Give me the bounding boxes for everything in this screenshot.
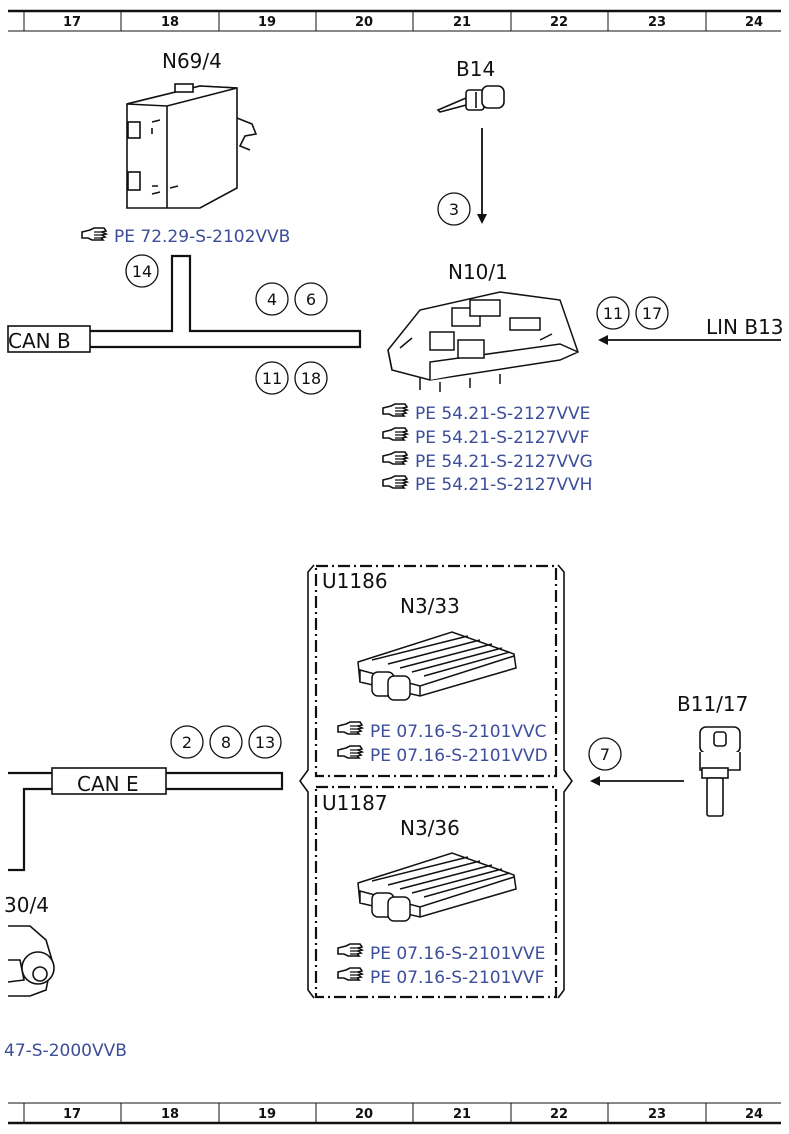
engine-control-group — [299, 564, 573, 999]
b11-17-component[interactable]: B11/17 7 — [588, 692, 748, 817]
partial-ref[interactable]: 47-S-2000VVB — [4, 1041, 127, 1061]
svg-text:14: 14 — [132, 262, 152, 281]
n69-4-ref-1[interactable]: PE 72.29-S-2102VVB — [114, 227, 290, 247]
partial-component-30-4[interactable]: 30/4 47-S-2000VVB — [4, 893, 127, 1061]
ruler-col-17: 17 — [63, 1107, 81, 1122]
ruler-col-18: 18 — [161, 15, 179, 30]
n10-1-ref-3[interactable]: PE 54.21-S-2127VVG — [415, 452, 593, 472]
ruler-col-23: 23 — [648, 1107, 666, 1122]
n3-33-ref-1[interactable]: PE 07.16-S-2101VVC — [370, 722, 547, 742]
svg-text:11: 11 — [603, 304, 623, 323]
n10-1-ref-2[interactable]: PE 54.21-S-2127VVF — [415, 428, 589, 448]
n3-36-ecu-icon — [357, 852, 517, 922]
b14-sensor-icon — [436, 85, 505, 113]
partial-label: 30/4 — [4, 893, 49, 917]
b14-label: B14 — [456, 57, 495, 81]
b14-component[interactable]: B14 3 — [436, 57, 505, 226]
svg-text:3: 3 — [449, 200, 459, 219]
ruler-col-21: 21 — [453, 1107, 471, 1122]
ruler-col-24: 24 — [745, 15, 763, 30]
lin-b13-label: LIN B13 — [706, 315, 784, 339]
ruler-col-20: 20 — [355, 1107, 373, 1122]
partial-component-icon — [7, 925, 55, 997]
can-e-label: CAN E — [77, 772, 139, 796]
ruler-col-17: 17 — [63, 15, 81, 30]
n3-36-label: N3/36 — [400, 816, 460, 840]
n69-4-component[interactable]: N69/4 PE 72.29-S-2102VVB — [81, 49, 290, 247]
u1186-refs: PE 07.16-S-2101VVC PE 07.16-S-2101VVD — [337, 721, 548, 766]
b11-17-label: B11/17 — [677, 692, 748, 716]
svg-text:11: 11 — [262, 369, 282, 388]
n10-1-ref-1[interactable]: PE 54.21-S-2127VVE — [415, 404, 590, 424]
b11-17-sensor-icon — [699, 726, 741, 817]
n10-1-component[interactable]: N10/1 PE 54.21-S-2127VVE PE 54.21-S-2127… — [382, 260, 593, 495]
u1186-group[interactable]: U1186 N3/33 PE 07.16-S-2101VVC PE 07.16-… — [314, 564, 558, 778]
ruler-col-22: 22 — [550, 15, 568, 30]
ruler-col-22: 22 — [550, 1107, 568, 1122]
reference-hand-icon — [337, 721, 363, 735]
reference-hand-icon — [337, 943, 363, 957]
ruler-col-23: 23 — [648, 15, 666, 30]
marker-2: 2 — [170, 725, 204, 759]
ruler-col-24: 24 — [745, 1107, 763, 1122]
marker-14: 14 — [125, 254, 159, 288]
u1186-label: U1186 — [322, 569, 388, 593]
lin-b13-bus[interactable]: LIN B13 11 17 — [596, 296, 784, 345]
marker-6: 6 — [294, 282, 328, 316]
marker-8: 8 — [209, 725, 243, 759]
ruler-col-18: 18 — [161, 1107, 179, 1122]
marker-4: 4 — [255, 282, 289, 316]
u1187-refs: PE 07.16-S-2101VVE PE 07.16-S-2101VVF — [337, 943, 545, 988]
marker-11: 11 — [255, 361, 289, 395]
reference-hand-icon — [382, 403, 408, 417]
ruler-col-19: 19 — [258, 1107, 276, 1122]
marker-18: 18 — [294, 361, 328, 395]
n10-1-label: N10/1 — [448, 260, 508, 284]
n3-36-ref-1[interactable]: PE 07.16-S-2101VVE — [370, 944, 545, 964]
u1187-label: U1187 — [322, 791, 388, 815]
marker-13: 13 — [248, 725, 282, 759]
reference-hand-icon — [382, 451, 408, 465]
svg-text:6: 6 — [306, 290, 316, 309]
ruler-col-20: 20 — [355, 15, 373, 30]
reference-hand-icon — [337, 967, 363, 981]
marker-11-lin: 11 — [596, 296, 630, 330]
svg-text:17: 17 — [642, 304, 662, 323]
bottom-ruler: 17 18 19 20 21 22 23 24 — [8, 1102, 781, 1125]
n3-33-ecu-icon — [357, 631, 517, 701]
u1187-group[interactable]: U1187 N3/36 PE 07.16-S-2101VVE PE 07.16-… — [314, 785, 558, 999]
n3-33-ref-2[interactable]: PE 07.16-S-2101VVD — [370, 746, 548, 766]
svg-text:8: 8 — [221, 733, 231, 752]
svg-text:2: 2 — [182, 733, 192, 752]
reference-hand-icon — [382, 427, 408, 441]
ruler-col-21: 21 — [453, 15, 471, 30]
n69-4-module-icon — [126, 83, 258, 209]
can-b-bus[interactable]: CAN B 14 4 6 11 18 — [7, 254, 362, 395]
marker-7: 7 — [588, 737, 622, 771]
reference-hand-icon — [81, 227, 107, 241]
n10-1-module-icon — [387, 291, 579, 392]
n69-4-refs: PE 72.29-S-2102VVB — [81, 227, 290, 247]
can-b-label: CAN B — [8, 329, 71, 353]
n3-36-ref-2[interactable]: PE 07.16-S-2101VVF — [370, 968, 544, 988]
svg-text:13: 13 — [255, 733, 275, 752]
n10-1-refs: PE 54.21-S-2127VVE PE 54.21-S-2127VVF PE… — [382, 403, 593, 495]
reference-hand-icon — [382, 475, 408, 489]
can-e-bus[interactable]: CAN E 2 8 13 — [8, 725, 284, 872]
svg-text:7: 7 — [600, 745, 610, 764]
marker-3: 3 — [437, 192, 471, 226]
reference-hand-icon — [337, 745, 363, 759]
svg-text:18: 18 — [301, 369, 321, 388]
n3-33-label: N3/33 — [400, 594, 460, 618]
svg-text:4: 4 — [267, 290, 277, 309]
top-ruler: 17 18 19 20 21 22 23 24 — [8, 9, 781, 32]
n69-4-label: N69/4 — [162, 49, 222, 73]
marker-17: 17 — [635, 296, 669, 330]
n10-1-ref-4[interactable]: PE 54.21-S-2127VVH — [415, 475, 592, 495]
ruler-col-19: 19 — [258, 15, 276, 30]
